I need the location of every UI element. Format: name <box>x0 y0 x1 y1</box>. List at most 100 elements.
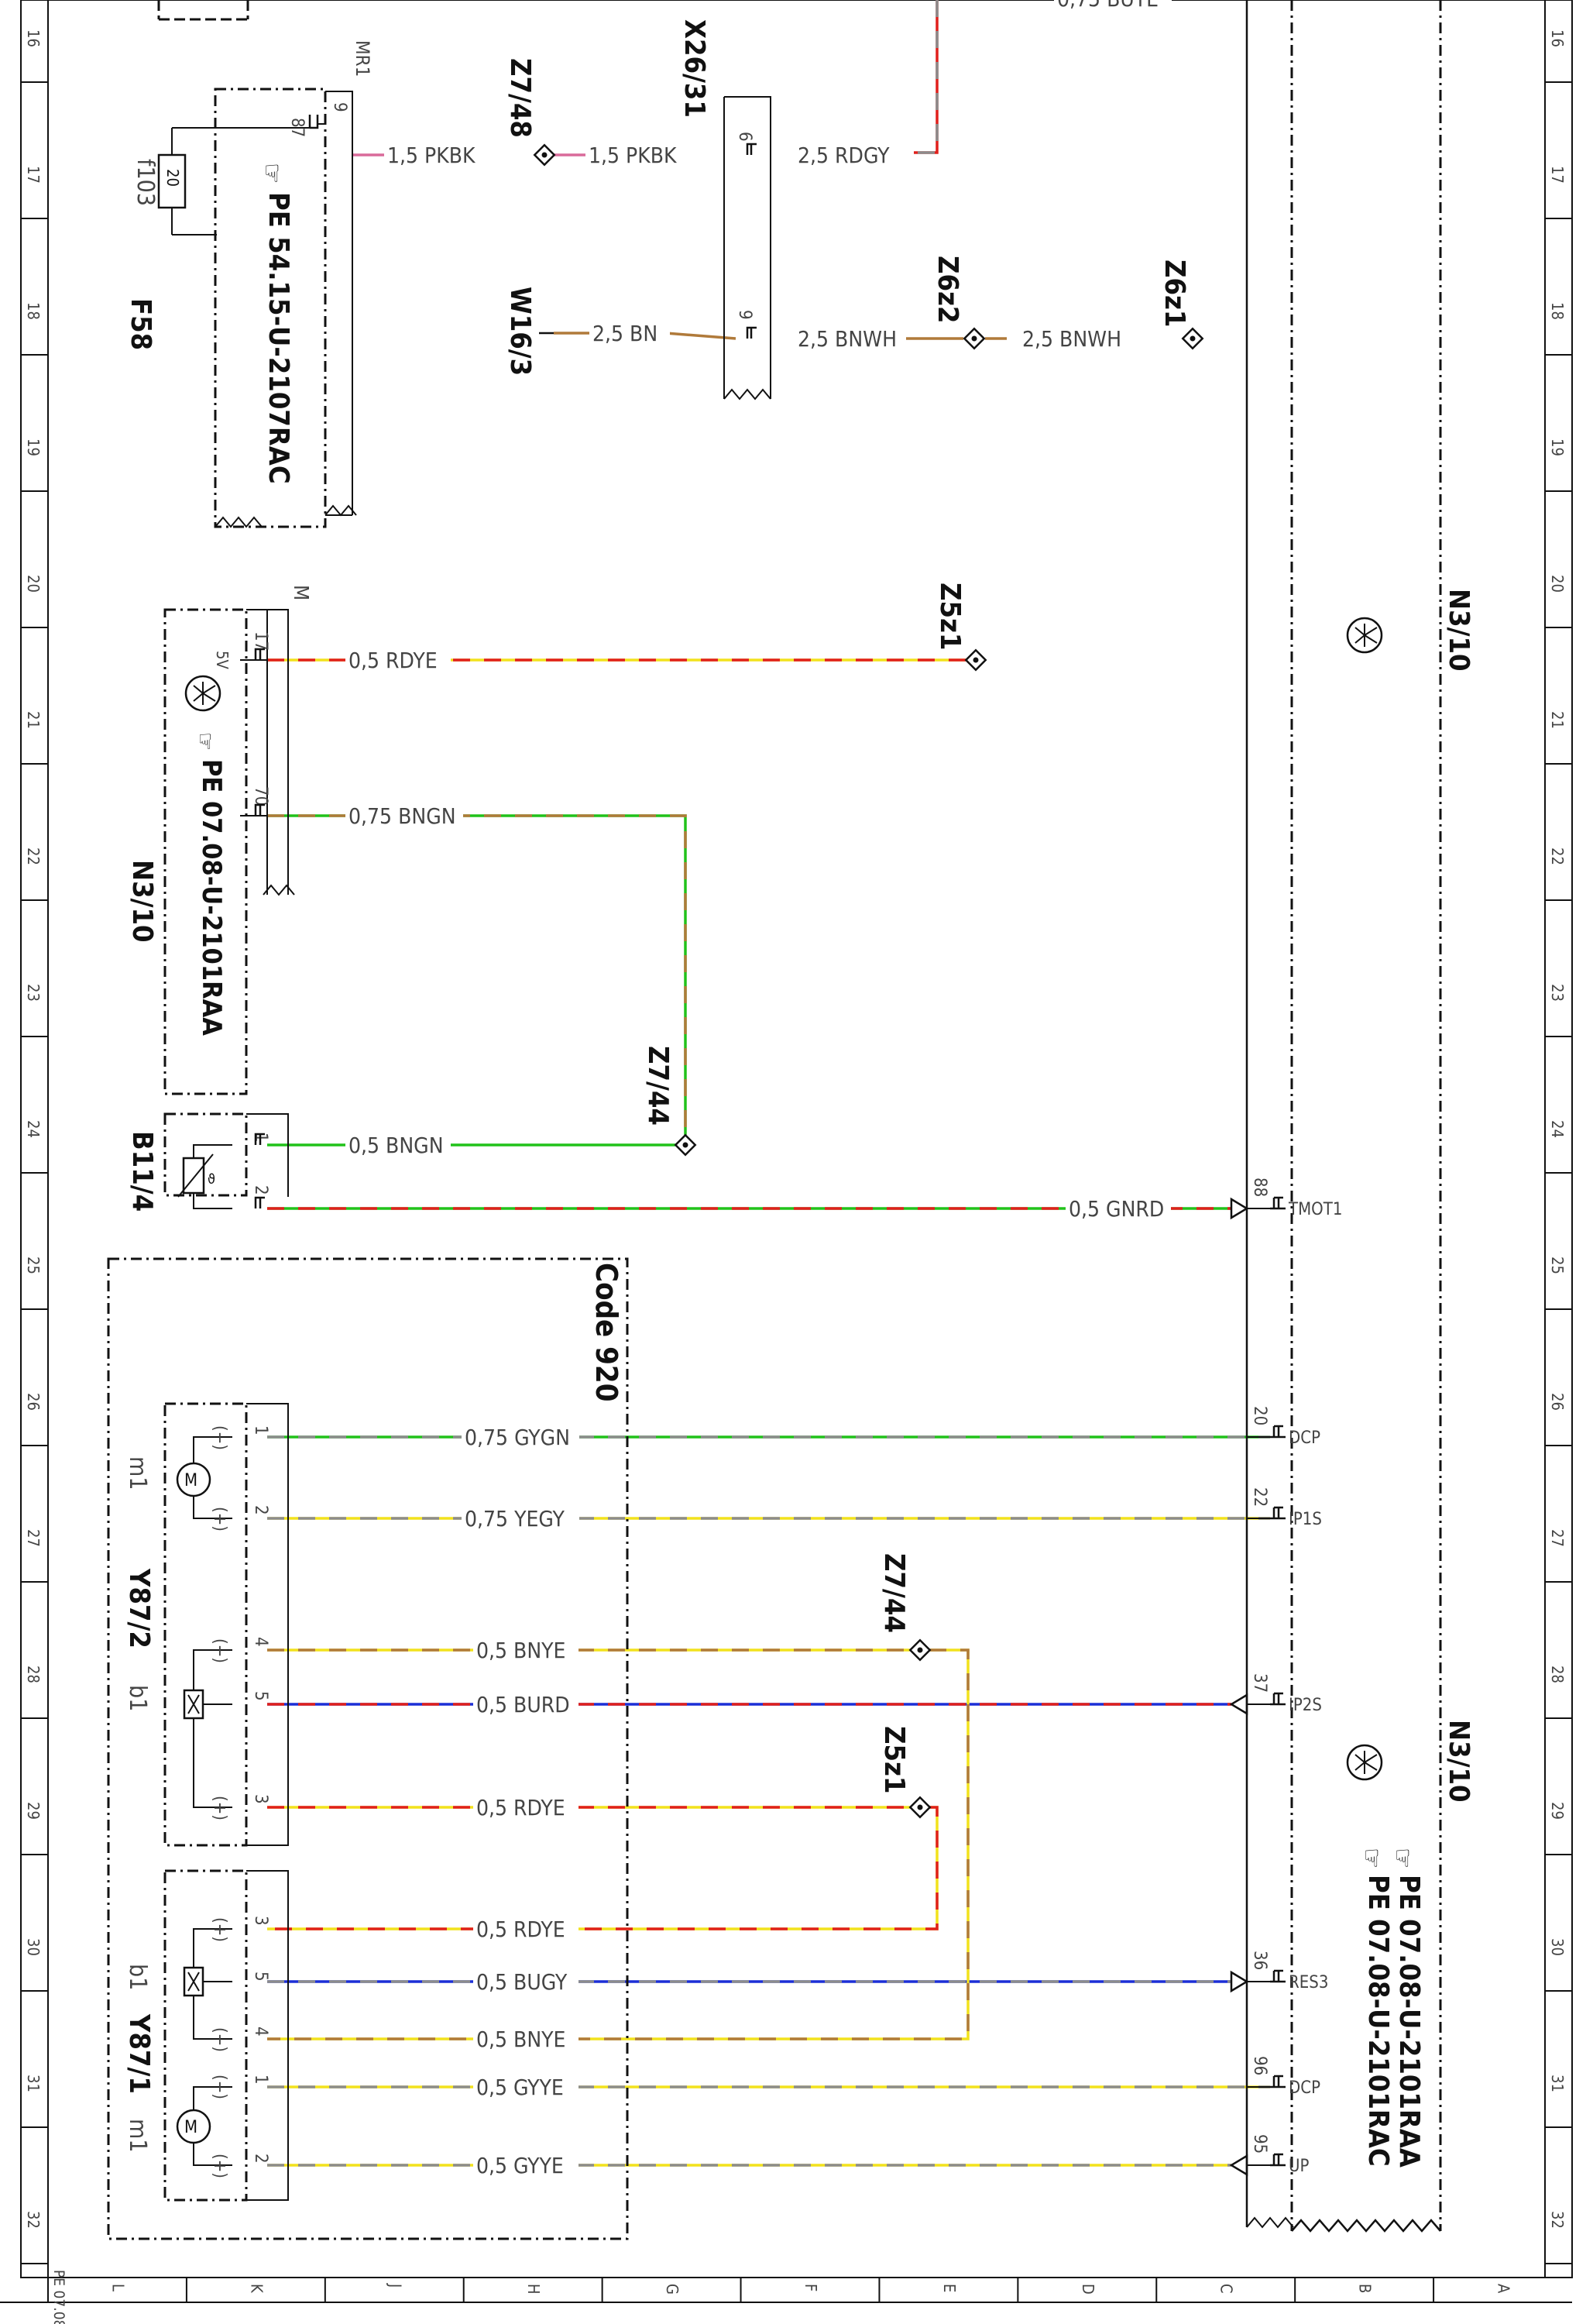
motor-icon: M <box>176 2086 232 2166</box>
module-n310-left: M 17 70 5V ☞ PE 07.08-U-2101RAA N3/10 <box>126 585 312 1095</box>
row-label: 30 <box>24 1938 43 1956</box>
pin-name: RES3 <box>1289 1973 1328 1992</box>
f58-reference: PE 54.15-U-2107RAC <box>263 192 294 484</box>
wire-label-bnye-2: 0,5 BNYE <box>476 2027 565 2052</box>
splice-z6z1: Z6z1 <box>1159 260 1203 349</box>
splice-z5z1-top: Z5z1 <box>934 583 987 671</box>
svg-text:m1: m1 <box>124 2119 151 2152</box>
document-reference: PE 07.08-U-2101-99RAB <box>50 2270 67 2324</box>
svg-text:(−): (−) <box>210 2027 229 2052</box>
column-grid-ticks <box>47 2278 1435 2302</box>
hand-ref-icon: ☞ <box>1356 1848 1387 1868</box>
transistor-icon <box>184 675 221 712</box>
wire-label-bugy: 0,5 BUGY <box>476 1969 568 1995</box>
splice-z6z2: Z6z2 <box>932 256 985 349</box>
wire-label-bngn-075: 0,75 BNGN <box>348 803 456 829</box>
connector-mr1: MR1 <box>352 40 373 77</box>
svg-text:(+): (+) <box>210 1507 229 1532</box>
col-label: J <box>386 2283 404 2288</box>
svg-text:ϑ: ϑ <box>208 1171 215 1188</box>
svg-text:N3/10: N3/10 <box>1443 589 1475 672</box>
hand-ref-icon: ☞ <box>1387 1848 1418 1868</box>
row-label: 30 <box>1548 1938 1567 1956</box>
svg-text:M: M <box>184 1471 197 1490</box>
pin-name: IP1S <box>1289 1510 1322 1529</box>
connector-x2631: X26/31 6 9 <box>678 19 771 401</box>
splice-z748: Z7/48 <box>504 58 555 166</box>
svg-text:Z5z1: Z5z1 <box>934 583 966 650</box>
svg-text:5: 5 <box>251 1972 270 1982</box>
row-label: 26 <box>1548 1393 1567 1411</box>
svg-text:70: 70 <box>251 786 270 806</box>
wire-label-buye: 0,75 BUYE <box>1057 0 1159 12</box>
row-label: 18 <box>1548 302 1567 320</box>
splice-w163: W16/3 <box>504 287 554 376</box>
col-label: G <box>663 2284 681 2295</box>
fuse-f58: 20 f103 F58 87 9 MR1 ☞ PE 54.15-U-2107RA… <box>125 0 373 528</box>
svg-text:17: 17 <box>251 631 270 651</box>
row-label: 32 <box>24 2211 43 2229</box>
row-label: 21 <box>24 711 43 729</box>
svg-text:m1: m1 <box>124 1456 151 1490</box>
signal-arrow <box>1230 1970 1249 1993</box>
col-label: B <box>1356 2284 1375 2293</box>
svg-text:Z7/44: Z7/44 <box>878 1553 910 1633</box>
row-label: 16 <box>24 29 43 47</box>
svg-text:9: 9 <box>735 310 754 320</box>
pin-name: UP <box>1289 2157 1309 2176</box>
sensor-b1-icon <box>183 1928 232 2040</box>
wire-rdye-3 <box>267 1806 939 1930</box>
terminal-9: 9 <box>330 102 349 112</box>
svg-text:B11/4: B11/4 <box>126 1131 158 1212</box>
wire-label-pkbk-1: 1,5 PKBK <box>387 143 476 168</box>
svg-text:M: M <box>289 585 312 600</box>
svg-text:5: 5 <box>251 1691 270 1701</box>
svg-text:(−): (−) <box>210 1638 229 1663</box>
f58-label: F58 <box>125 298 156 350</box>
svg-text:M: M <box>184 2118 197 2137</box>
col-label: C <box>1217 2284 1236 2294</box>
hand-ref-icon: ☞ <box>256 163 287 184</box>
wire-rdgy-drop <box>914 0 939 154</box>
pin-name: DCP <box>1289 1428 1320 1448</box>
row-label: 26 <box>24 1393 43 1411</box>
actuator-y871: M (+) (−) (−) (+) 3 5 4 1 2 b1 m1 Y87/1 <box>123 1869 289 2202</box>
wire-label-bngn-05: 0,5 BNGN <box>348 1133 444 1158</box>
svg-text:PE 07.08-U-2101RAA: PE 07.08-U-2101RAA <box>1393 1875 1425 2168</box>
row-label: 25 <box>24 1257 43 1274</box>
svg-text:1: 1 <box>251 1425 270 1435</box>
pin-number: 36 <box>1250 1951 1269 1970</box>
row-label: 29 <box>24 1802 43 1820</box>
pin-name: TMOT1 <box>1288 1200 1342 1219</box>
svg-text:Y87/2: Y87/2 <box>123 1568 155 1648</box>
fuse-rating: 20 <box>163 169 182 187</box>
row-label: 20 <box>24 575 43 593</box>
svg-text:2: 2 <box>251 2154 270 2164</box>
hand-ref-icon: ☞ <box>191 732 218 751</box>
row-label: 22 <box>1548 847 1567 865</box>
thermistor-icon: ϑ <box>177 1144 232 1209</box>
splice-z5z1-mid: Z5z1 <box>878 1726 931 1818</box>
svg-text:Z6z2: Z6z2 <box>932 256 963 323</box>
motor-icon: M <box>176 1436 232 1519</box>
wire-label-bnwh-2: 2,5 BNWH <box>1022 326 1121 352</box>
svg-text:N3/10: N3/10 <box>126 860 158 943</box>
col-label: H <box>524 2284 543 2295</box>
row-label: 20 <box>1548 575 1567 593</box>
wire-label-burd: 0,5 BURD <box>476 1692 570 1717</box>
sensor-b114: 1 2 ϑ B11/4 <box>126 1112 289 1212</box>
svg-text:1: 1 <box>251 2075 270 2085</box>
row-label: 18 <box>24 302 43 320</box>
wire-label-rdye-2: 0,5 RDYE <box>476 1795 565 1820</box>
svg-text:b1: b1 <box>124 1964 151 1990</box>
wire-label-gyye-2: 0,5 GYYE <box>476 2153 564 2178</box>
svg-text:2: 2 <box>251 1505 270 1515</box>
svg-text:(−): (−) <box>210 2075 229 2099</box>
